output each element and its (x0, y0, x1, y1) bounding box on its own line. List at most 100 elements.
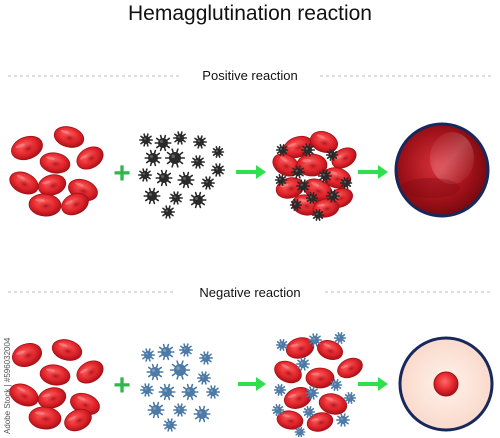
virus-particle-icon (147, 401, 165, 419)
virus-particle-icon (271, 404, 285, 416)
well-positive (394, 122, 490, 218)
virus-particle-icon (193, 135, 207, 149)
virus-particle-icon (305, 192, 319, 204)
red-blood-cell-icon (64, 408, 92, 432)
arrow-right-icon (236, 165, 266, 179)
virus-particle-icon (193, 405, 211, 423)
virus-particle-icon (139, 133, 153, 147)
page-title: Hemagglutination reaction (128, 2, 372, 25)
virus-particle-icon (274, 174, 288, 186)
virus-particle-icon (155, 169, 173, 187)
virus-particle-icon (199, 351, 213, 365)
red-blood-cell-icon (28, 406, 62, 430)
arrow-right-icon (358, 377, 388, 391)
row-label: Positive reaction (202, 68, 297, 83)
virus-particle-icon (163, 418, 177, 432)
virus-particle-icon (197, 371, 211, 385)
virus-particle-cluster (140, 343, 220, 432)
virus-particle-icon (296, 179, 310, 193)
virus-particle-icon (164, 148, 186, 168)
virus-particle-icon (189, 191, 207, 209)
virus-particle-icon (211, 163, 225, 177)
red-blood-cell-icon (276, 410, 304, 430)
red-blood-cell-icon (285, 337, 315, 359)
virus-particle-icon (302, 406, 316, 418)
red-blood-cell-icon (37, 387, 67, 409)
virus-particle-icon (275, 339, 289, 351)
red-blood-cell-icon (9, 383, 39, 407)
red-blood-cell-icon (317, 340, 343, 360)
virus-particle-icon (141, 348, 155, 362)
arrow-right-icon (238, 377, 266, 391)
virus-particle-icon (311, 209, 325, 221)
virus-particle-icon (143, 187, 161, 205)
red-blood-cell-icon (274, 360, 302, 384)
virus-particle-icon (138, 168, 152, 182)
red-blood-cell-icon (76, 146, 104, 170)
arrow-right-icon (358, 165, 388, 179)
virus-particle-icon (305, 386, 319, 400)
unagglutinated-mixture (271, 332, 363, 438)
red-blood-cell-icon (39, 364, 71, 386)
virus-particle-cluster (138, 131, 225, 219)
agglutination-cluster (272, 131, 357, 221)
plus-icon: + (113, 369, 131, 402)
cell-button (433, 371, 459, 397)
virus-particle-icon (191, 155, 205, 169)
red-blood-cell-icon (39, 152, 71, 174)
virus-particle-icon (146, 363, 164, 381)
red-blood-cell-icon (28, 193, 62, 217)
virus-particle-icon (296, 357, 310, 371)
positive-row: Positive reaction + (8, 68, 492, 221)
well-negative (398, 336, 494, 432)
virus-particle-icon (177, 171, 195, 189)
red-blood-cell-icon (272, 153, 300, 177)
virus-particle-icon (181, 383, 199, 401)
virus-particle-icon (326, 189, 340, 203)
virus-particle-icon (157, 343, 175, 361)
red-blood-cell-icon (310, 131, 338, 153)
virus-particle-icon (154, 134, 172, 152)
red-blood-cell-icon (9, 171, 39, 195)
virus-particle-icon (173, 131, 187, 145)
virus-particle-icon (289, 199, 303, 211)
red-blood-cell-icon (76, 360, 104, 384)
virus-particle-icon (169, 191, 183, 205)
red-blood-cell-icon (11, 135, 43, 161)
virus-particle-icon (308, 333, 322, 347)
virus-particle-icon (333, 332, 347, 344)
red-blood-cell-icon (51, 339, 83, 361)
virus-particle-icon (329, 379, 343, 391)
virus-particle-icon (161, 205, 175, 219)
red-blood-cell-cluster (9, 126, 104, 217)
virus-particle-icon (169, 360, 191, 380)
red-blood-cell-icon (305, 367, 335, 389)
virus-particle-icon (211, 146, 225, 158)
virus-particle-icon (158, 383, 176, 401)
negative-row: Negative reaction + (8, 285, 494, 438)
virus-particle-icon (336, 413, 350, 427)
virus-particle-icon (291, 165, 305, 179)
virus-particle-icon (179, 343, 193, 357)
red-blood-cell-icon (331, 147, 357, 169)
virus-particle-icon (140, 383, 154, 397)
virus-particle-icon (201, 176, 215, 190)
red-blood-cell-icon (37, 174, 67, 196)
red-blood-cell-icon (318, 393, 348, 415)
plus-icon: + (113, 157, 131, 190)
red-blood-cell-icon (337, 357, 363, 379)
virus-particle-icon (318, 169, 332, 183)
virus-particle-icon (173, 403, 187, 417)
red-blood-cell-icon (306, 412, 334, 432)
row-label: Negative reaction (199, 285, 300, 300)
red-blood-cell-icon (296, 153, 328, 177)
virus-particle-icon (294, 426, 306, 438)
virus-particle-icon (206, 385, 220, 399)
virus-particle-icon (339, 177, 353, 189)
red-blood-cell-icon (61, 192, 89, 216)
virus-particle-icon (144, 149, 162, 167)
red-blood-cell-icon (53, 126, 85, 148)
virus-particle-icon (325, 149, 339, 161)
virus-particle-icon (301, 143, 315, 157)
